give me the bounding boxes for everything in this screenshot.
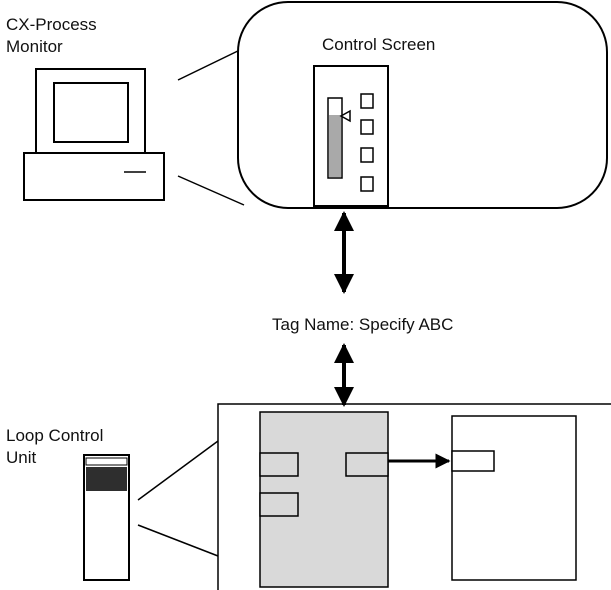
monitor-label-line2: Monitor <box>6 37 63 56</box>
faceplate-button-1 <box>360 93 374 109</box>
faceplate-button-4 <box>360 176 374 192</box>
computer-icon <box>23 68 165 201</box>
bar-graph-fill <box>329 115 341 177</box>
control-screen-panel <box>237 1 608 209</box>
unit-zoom-line-bottom <box>137 524 219 557</box>
function-block-input-2 <box>259 492 299 517</box>
function-block <box>259 411 389 588</box>
function-block-view-frame <box>217 403 611 590</box>
monitor-screen <box>53 82 129 143</box>
zoom-line-bottom <box>177 175 245 206</box>
monitor-label-line1: CX-Process <box>6 15 97 34</box>
faceplate-button-2 <box>360 119 374 135</box>
setpoint-pointer-icon <box>339 109 351 123</box>
function-block-2 <box>451 415 577 581</box>
unit-label-strip <box>85 457 128 466</box>
computer-base <box>23 152 165 201</box>
faceplate-button-3 <box>360 147 374 163</box>
function-block-output <box>345 452 389 477</box>
loop-control-unit-icon <box>83 454 130 581</box>
loop-control-label-line2: Unit <box>6 448 37 467</box>
function-block-input-1 <box>259 452 299 477</box>
function-block-2-body <box>451 415 577 581</box>
function-block-2-input <box>451 450 495 472</box>
zoom-line-top <box>177 47 245 81</box>
unit-zoom-line-top <box>137 440 219 501</box>
faceplate <box>313 65 389 207</box>
faceplate-frame <box>313 65 389 207</box>
loop-control-label-line1: Loop Control <box>6 426 103 445</box>
tag-name-label: Tag Name: Specify ABC <box>272 315 453 334</box>
unit-indicator-panel <box>86 467 127 491</box>
control-screen-label: Control Screen <box>322 35 435 54</box>
